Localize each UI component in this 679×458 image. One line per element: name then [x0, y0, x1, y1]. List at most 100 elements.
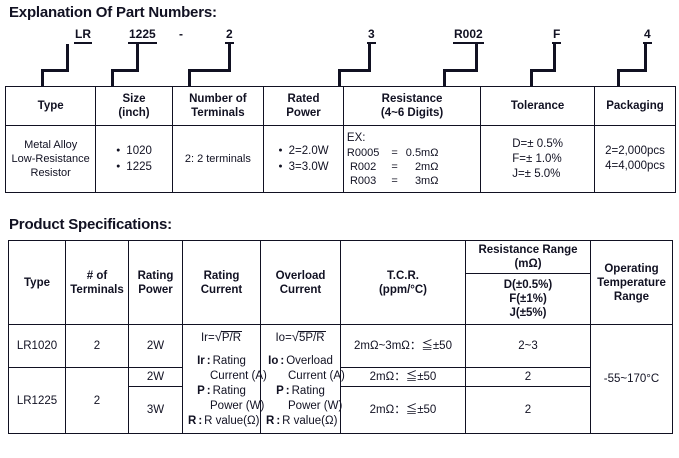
resistance-value: 0.5mΩ — [405, 146, 439, 159]
col-header-rating-power: Rating Power — [128, 240, 183, 325]
rating-current-equation: Ir=√P/R — [200, 328, 243, 344]
cell-resistance-range: 2 — [465, 386, 591, 434]
cell-operating-temperature: -55~170°C — [590, 324, 673, 434]
cell-rating-current-formula: Ir=√P/R Ir:Rating Current (A) P:Rating P… — [182, 324, 267, 434]
page-title-part-numbers: Explanation Of Part Numbers: — [9, 4, 217, 21]
col-header-tcr-line1: T.C.R. — [387, 269, 419, 282]
cell-terminals: 2: 2 terminals — [171, 125, 265, 193]
pn-label-number-of-terminals: 2 — [225, 28, 234, 44]
resistance-equals: = — [391, 146, 398, 159]
cell-rating-power: 2W — [128, 324, 183, 368]
rated-power-option-list: 2=2.0W 3=3.0W — [278, 143, 329, 175]
cell-type: Metal Alloy Low-Resistance Resistor — [4, 125, 97, 193]
overload-current-lhs: Io= — [275, 331, 292, 344]
col-header-operating-temp-line2: Temperature — [597, 276, 666, 289]
legend-cont: Power (W) — [288, 399, 343, 412]
table-row: 3W 2mΩ：≦±50 2 — [9, 386, 673, 434]
legend-text: Rating — [291, 384, 325, 397]
overload-current-legend: Io:Overload Current (A) P:Rating Power (… — [266, 354, 345, 429]
page-title-product-specs: Product Specifications: — [9, 216, 172, 233]
cell-resistance: EX: R0005 = 0.5mΩ R002 = 2mΩ — [342, 125, 482, 193]
legend-symbol: Ir — [197, 354, 205, 367]
col-header-size: Size (inch) — [95, 86, 173, 126]
legend-text: Rating — [212, 384, 246, 397]
table-row-header: Type Size (inch) Number of Terminals Rat… — [4, 86, 676, 126]
cell-type: LR1225 — [8, 367, 66, 434]
packaging-option-list: 2=2,000pcs 4=4,000pcs — [605, 144, 665, 174]
overload-current-radicand: 5P/R — [297, 330, 326, 344]
cell-type-line2: Low-Resistance — [11, 153, 90, 165]
col-header-resistance-range-line2: (mΩ) — [514, 258, 542, 270]
legend-cont: Current (A) — [288, 369, 345, 382]
col-header-rated-power: Rated Power — [263, 86, 344, 126]
cell-resistance-range: 2 — [465, 367, 591, 387]
resistance-example-row: R0005 = 0.5mΩ — [347, 146, 443, 160]
resistance-code: R002 — [349, 160, 377, 173]
legend-text: Overload — [286, 354, 333, 367]
resistance-equals: = — [391, 160, 398, 173]
col-subheader-resistance-tolerances: D(±0.5%) F(±1%) J(±5%) — [465, 273, 591, 325]
col-header-resistance-range: Resistance Range (mΩ) — [465, 240, 591, 274]
col-header-operating-temp: Operating Temperature Range — [590, 240, 673, 325]
legend-symbol: R — [188, 414, 197, 427]
col-header-operating-temp-line3: Range — [613, 290, 650, 303]
legend-symbol: Io — [268, 354, 279, 367]
legend-symbol: R — [266, 414, 275, 427]
resistance-tolerance-d: D(±0.5%) — [503, 279, 553, 291]
size-option: 1020 — [116, 143, 152, 159]
resistance-value: 2mΩ — [414, 160, 439, 173]
table-row-header: Type # of Terminals Rating Power Rating … — [8, 240, 673, 325]
resistance-tolerance-j: J(±5%) — [509, 307, 547, 319]
rating-current-radicand: P/R — [220, 330, 243, 344]
col-header-type-text: Type — [24, 276, 50, 289]
legend-row: P:Rating — [276, 384, 325, 397]
cell-rating-power: 3W — [128, 386, 183, 434]
legend-cont: Power (W) — [210, 399, 265, 412]
resistance-value: 3mΩ — [414, 174, 439, 187]
col-header-rated-power-line2: Power — [286, 107, 321, 119]
col-header-overload-current: Overload Current — [260, 240, 341, 325]
size-option: 1225 — [116, 159, 152, 175]
col-header-size-line2: (inch) — [118, 107, 150, 119]
col-header-rating-current-line1: Rating — [203, 269, 240, 282]
packaging-option: 2=2,000pcs — [605, 145, 665, 157]
col-header-rating-power-line1: Rating — [137, 269, 174, 282]
col-header-terminals-line1: Number of — [189, 93, 247, 105]
cell-tcr: 2mΩ：≦±50 — [340, 367, 466, 387]
cell-num-terminals: 2 — [65, 367, 129, 434]
legend-row: Io:Overload — [268, 354, 333, 367]
cell-type: LR1020 — [8, 324, 66, 368]
legend-row: Ir:Rating — [197, 354, 246, 367]
pn-label-rated-power: 3 — [367, 28, 376, 44]
col-header-rating-current: Rating Current — [182, 240, 261, 325]
col-header-type: Type — [4, 86, 97, 126]
resistance-code: R0005 — [346, 146, 380, 159]
col-header-tcr: T.C.R. (ppm/°C) — [340, 240, 466, 325]
legend-row: P:Rating — [197, 384, 246, 397]
legend-row: R:R value(Ω) — [266, 414, 338, 427]
pn-separator-dash: - — [179, 27, 183, 41]
resistance-code: R003 — [349, 174, 377, 187]
legend-text: R value(Ω) — [282, 414, 338, 427]
resistance-equals: = — [391, 174, 398, 187]
col-header-tolerance: Tolerance — [480, 86, 595, 126]
col-header-type-text: Type — [37, 100, 64, 112]
cell-num-terminals: 2 — [65, 324, 129, 368]
pn-label-size: 1225 — [128, 28, 157, 44]
col-header-num-terminals-line2: Terminals — [70, 283, 124, 296]
col-header-resistance: Resistance (4~6 Digits) — [342, 86, 482, 126]
cell-type-line3: Resistor — [30, 167, 71, 179]
col-header-overload-current-line1: Overload — [275, 269, 326, 282]
part-number-diagram: LR 1225 - 2 3 R002 — [0, 28, 679, 86]
tolerance-option: F=± 1.0% — [512, 152, 562, 165]
col-header-type: Type — [8, 240, 66, 325]
cell-type-line1: Metal Alloy — [24, 139, 78, 151]
legend-text: Rating — [212, 354, 246, 367]
resistance-example-row: R003 = 3mΩ — [347, 174, 443, 188]
col-header-terminals: Number of Terminals — [171, 86, 265, 126]
col-header-tolerance-text: Tolerance — [510, 100, 565, 112]
tolerance-option-list: D=± 0.5% F=± 1.0% J=± 5.0% — [512, 137, 563, 182]
legend-symbol: P — [197, 384, 205, 397]
rated-power-option: 2=2.0W — [278, 143, 329, 159]
resistance-example-table: R0005 = 0.5mΩ R002 = 2mΩ R003 = 3mΩ — [347, 146, 443, 188]
